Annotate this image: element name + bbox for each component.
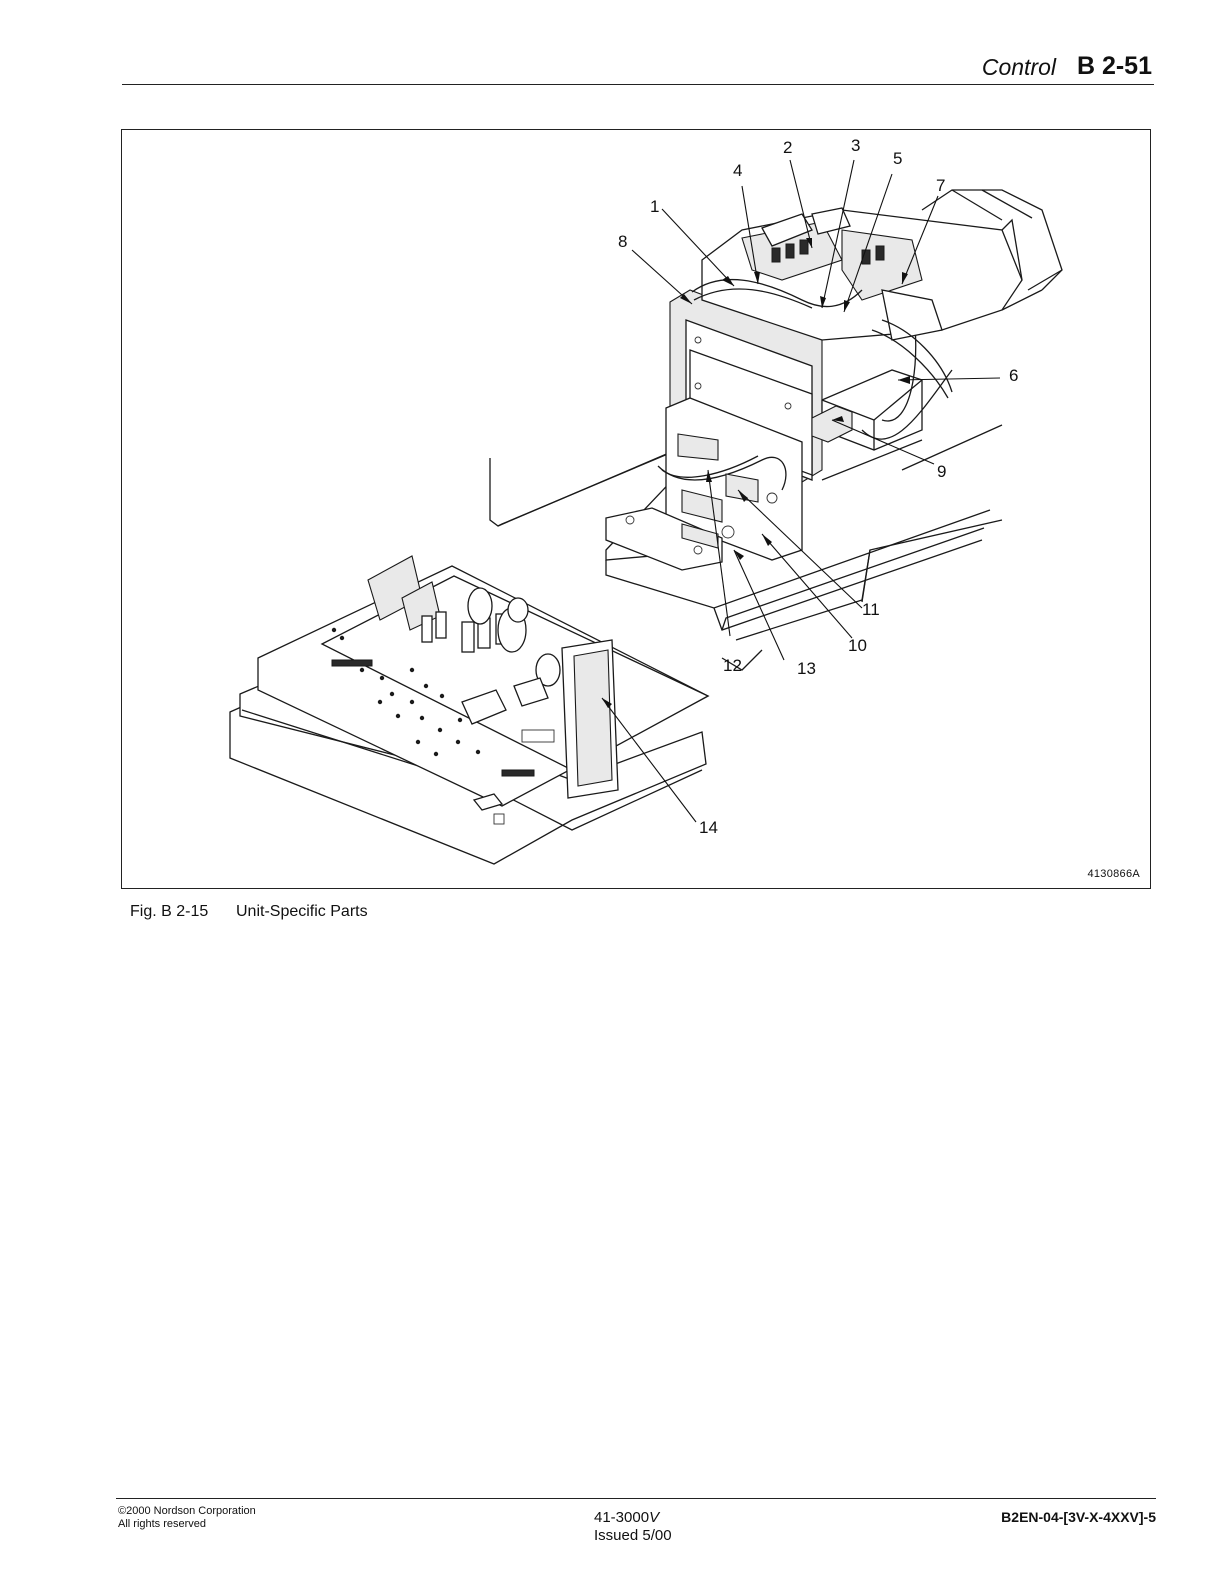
callout-10: 10 bbox=[848, 637, 867, 654]
callout-3: 3 bbox=[851, 137, 860, 154]
callout-2: 2 bbox=[783, 139, 792, 156]
callout-13: 13 bbox=[797, 660, 816, 677]
doc-version: V bbox=[649, 1509, 659, 1526]
footer-issued: Issued 5/00 bbox=[594, 1527, 672, 1545]
footer-document-info: 41-3000V Issued 5/00 bbox=[594, 1509, 672, 1545]
callout-12: 12 bbox=[723, 657, 742, 674]
callout-1: 1 bbox=[650, 198, 659, 215]
page-footer: ©2000 Nordson Corporation All rights res… bbox=[116, 1498, 1156, 1549]
footer-doc-number: 41-3000V bbox=[594, 1509, 672, 1527]
header-page-number: B 2-51 bbox=[1077, 52, 1152, 81]
footer-rights: All rights reserved bbox=[118, 1518, 256, 1531]
callout-8: 8 bbox=[618, 233, 627, 250]
callout-9: 9 bbox=[937, 463, 946, 480]
callout-5: 5 bbox=[893, 150, 902, 167]
unit-illustration bbox=[122, 130, 1151, 889]
page-header: Control B 2-51 bbox=[122, 48, 1154, 85]
callout-4: 4 bbox=[733, 162, 742, 179]
callout-7: 7 bbox=[936, 177, 945, 194]
callout-6: 6 bbox=[1009, 367, 1018, 384]
footer-copyright: ©2000 Nordson Corporation bbox=[118, 1505, 256, 1518]
caption-label: Fig. B 2-15 bbox=[130, 903, 236, 921]
footer-copyright-block: ©2000 Nordson Corporation All rights res… bbox=[118, 1505, 256, 1531]
doc-number-value: 41-3000 bbox=[594, 1509, 649, 1526]
figure-frame: 1 2 3 4 5 6 7 8 9 10 11 12 13 14 4130866… bbox=[121, 129, 1151, 889]
callout-14: 14 bbox=[699, 819, 718, 836]
callout-11: 11 bbox=[862, 601, 880, 618]
header-section-title: Control bbox=[982, 54, 1056, 81]
figure-id: 4130866A bbox=[1087, 868, 1140, 880]
pcb-assembly bbox=[230, 556, 708, 864]
footer-doc-code: B2EN-04-[3V-X-4XXV]-5 bbox=[1001, 1509, 1156, 1525]
caption-title: Unit-Specific Parts bbox=[236, 903, 368, 920]
